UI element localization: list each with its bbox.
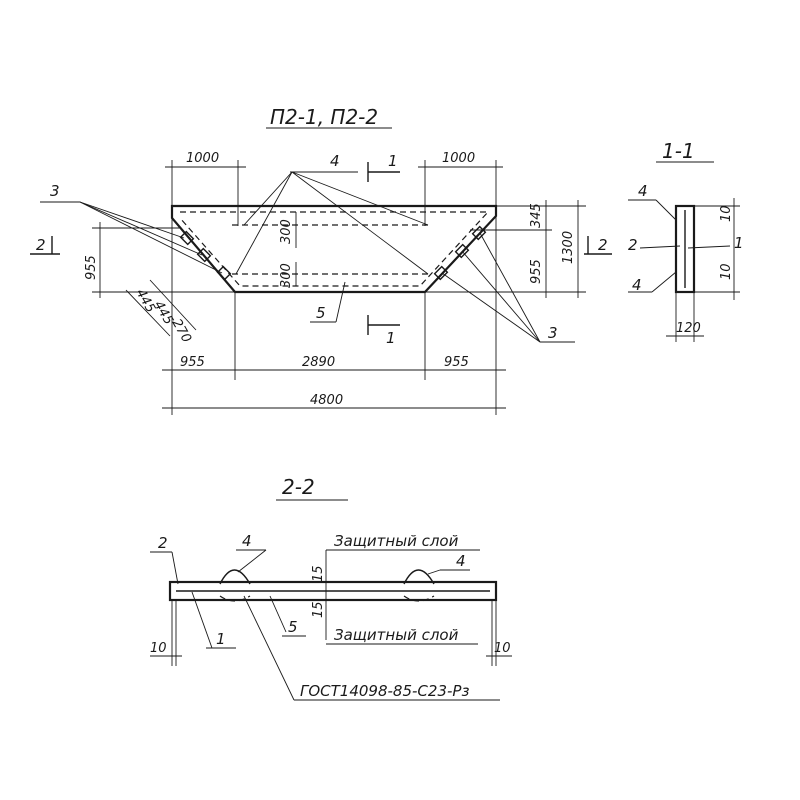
dim-total: 4800 — [310, 393, 343, 408]
section-2-title: 2-2 — [282, 475, 315, 499]
leader-3c — [79, 201, 223, 274]
lifting-loop-left — [219, 569, 251, 585]
leader — [427, 569, 441, 575]
section-2-2: 2-2 Защитный слой 15 15 Защитный слой 2 … — [150, 475, 512, 701]
section-1-body — [674, 204, 696, 294]
section-1-1: 1-1 10 10 4 2 1 4 120 — [628, 139, 744, 342]
section-1-pos-4-top: 4 — [638, 182, 648, 200]
section-2-pos-4-left: 4 — [242, 532, 252, 550]
panel-outline — [170, 204, 498, 294]
leader-4b — [235, 171, 293, 275]
dim-left-height: 955 — [84, 255, 99, 280]
embedded-plates-left — [179, 230, 232, 281]
leader — [191, 591, 213, 649]
loop-anchor-left — [219, 595, 251, 602]
dim-right-height: 955 — [529, 259, 544, 284]
plan-title: П2-1, П2-2 — [270, 105, 378, 129]
cover-top: 15 — [311, 565, 326, 582]
leader-label-3-left: 3 — [50, 182, 60, 200]
loop-anchor-right — [403, 595, 435, 602]
leader — [243, 595, 295, 701]
section-2-pos-5: 5 — [288, 618, 298, 636]
section-2-body — [168, 580, 498, 602]
dim-right-total: 1300 — [561, 231, 576, 264]
dim-right-top: 345 — [529, 203, 544, 228]
leader-label-3-right: 3 — [548, 324, 558, 342]
leader-3d — [479, 232, 541, 343]
leader-3a — [79, 201, 185, 239]
leader-label-4: 4 — [330, 152, 340, 170]
section-2-pos-4-right: 4 — [456, 552, 466, 570]
cut-label-top: 1 — [388, 152, 398, 170]
section-2-dim-left: 10 — [150, 641, 167, 656]
leader — [651, 271, 677, 293]
leader — [237, 549, 267, 573]
section-2-pos-1: 1 — [216, 630, 226, 648]
diag-dim-line — [149, 279, 197, 331]
leader-3f — [441, 272, 541, 343]
leader-5 — [335, 281, 346, 323]
cover-bottom: 15 — [311, 601, 326, 618]
leader — [269, 595, 287, 633]
leader-3b — [79, 201, 203, 256]
cut-2-left-label: 2 — [36, 236, 46, 254]
diagonal-dims: 445 445 270 — [125, 279, 197, 346]
protective-layer-bottom: Защитный слой — [334, 626, 459, 644]
dim-inner-top: 300 — [279, 219, 294, 244]
section-1-pos-1: 1 — [734, 234, 744, 252]
cut-label-bottom: 1 — [386, 329, 396, 347]
section-1-pos-2: 2 — [628, 236, 638, 254]
leader — [655, 199, 677, 221]
dim-bottom-middle: 2890 — [302, 355, 335, 370]
section-1-title: 1-1 — [662, 139, 695, 163]
leader-4d — [291, 171, 429, 275]
dim-top-right: 1000 — [442, 151, 475, 166]
section-2-pos-2: 2 — [158, 534, 168, 552]
leader-4a — [243, 171, 293, 226]
leader-3e — [461, 250, 541, 343]
section-1-dim-bottom: 10 — [719, 263, 734, 280]
dim-top-left: 1000 — [186, 151, 219, 166]
plan-view: П2-1, П2-2 1000 1000 1 — [30, 105, 612, 415]
reinforcement-contour — [179, 211, 490, 287]
leader — [639, 245, 681, 249]
section-2-dim-right: 10 — [494, 641, 511, 656]
protective-layer-top: Защитный слой — [334, 532, 459, 550]
section-1-dim-top: 10 — [719, 205, 734, 222]
dim-bottom-right: 955 — [444, 355, 469, 370]
standard-reference: ГОСТ14098-85-С23-Рз — [300, 682, 469, 700]
cut-2-right-label: 2 — [598, 236, 608, 254]
diag-dim-line — [125, 289, 171, 337]
section-1-pos-4-bottom: 4 — [632, 276, 642, 294]
dim-bottom-left: 955 — [180, 355, 205, 370]
dim-inner-bottom: 300 — [279, 263, 294, 288]
lifting-loop-right — [403, 569, 435, 585]
leader-4c — [291, 171, 429, 226]
leader-label-5: 5 — [316, 304, 326, 322]
leader — [171, 551, 179, 585]
section-1-width: 120 — [676, 321, 701, 336]
leader — [687, 245, 731, 249]
